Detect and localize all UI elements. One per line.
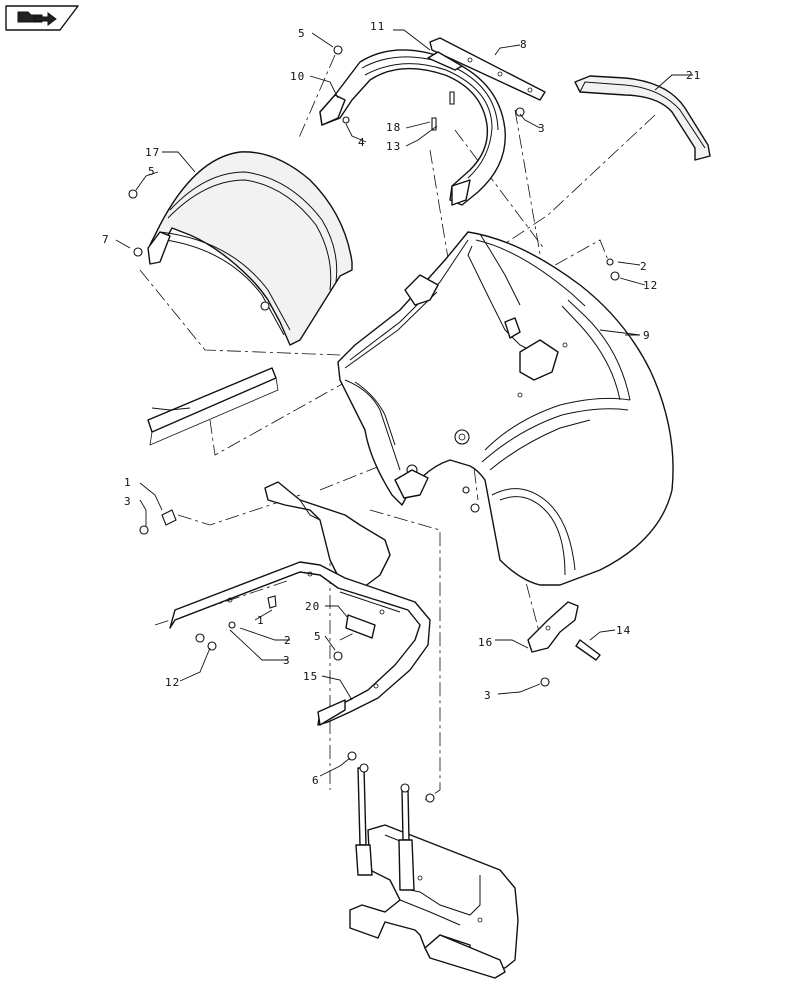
callout-5-top: 5 (298, 27, 306, 40)
callout-18: 18 (386, 121, 401, 134)
part-10-rear-fender-shell[interactable] (319, 49, 506, 206)
callout-13: 13 (386, 140, 401, 153)
leader-lines (115, 29, 693, 777)
callout-15: 15 (303, 670, 318, 683)
callout-14: 14 (616, 624, 631, 637)
open-folder-arrow-icon[interactable] (5, 5, 79, 31)
callout-3-top-right: 3 (538, 122, 546, 135)
callout-1-mid: 1 (257, 614, 265, 627)
callout-8: 8 (520, 38, 528, 51)
callout-5-left: 5 (148, 165, 156, 178)
callouts: 5 10 11 8 21 18 13 4 3 17 5 7 2 12 9 1 3… (102, 20, 701, 787)
part-19-plate[interactable] (345, 614, 376, 639)
part-15-support-frame[interactable] (169, 481, 431, 726)
callout-12-left: 12 (165, 676, 180, 689)
lower-mounting-bracket[interactable] (349, 824, 519, 979)
callout-3-mid: 3 (283, 654, 291, 667)
callout-3-bottom: 3 (484, 689, 492, 702)
gas-strut-right[interactable] (398, 783, 415, 891)
callout-11: 11 (370, 20, 385, 33)
part-17-front-fender-cover[interactable] (147, 151, 353, 346)
callout-2-mid: 2 (284, 634, 292, 647)
callout-12-right: 12 (643, 279, 658, 292)
callout-20: 21 (686, 69, 701, 82)
part-20-handle[interactable] (574, 75, 711, 161)
callout-17: 17 (145, 146, 160, 159)
part-16-bracket[interactable] (527, 601, 579, 653)
part-21-seal-strip[interactable] (147, 367, 279, 446)
callout-2-right: 2 (640, 260, 648, 273)
callout-9: 9 (643, 329, 651, 342)
callout-5-lower: 5 (314, 630, 322, 643)
part-9-main-hood[interactable] (337, 231, 674, 586)
callout-6: 6 (312, 774, 320, 787)
callout-10: 10 (290, 70, 305, 83)
callout-7: 7 (102, 233, 110, 246)
callout-4: 4 (358, 136, 366, 149)
callout-16: 16 (478, 636, 493, 649)
callout-1-left: 1 (124, 476, 132, 489)
callout-19: 20 (305, 600, 320, 613)
hardware (128, 45, 620, 803)
part-8-bracket-strip[interactable] (429, 37, 546, 101)
gas-strut-left[interactable] (355, 763, 373, 876)
callout-3-left: 3 (124, 495, 132, 508)
part-14-pin[interactable] (575, 639, 601, 661)
